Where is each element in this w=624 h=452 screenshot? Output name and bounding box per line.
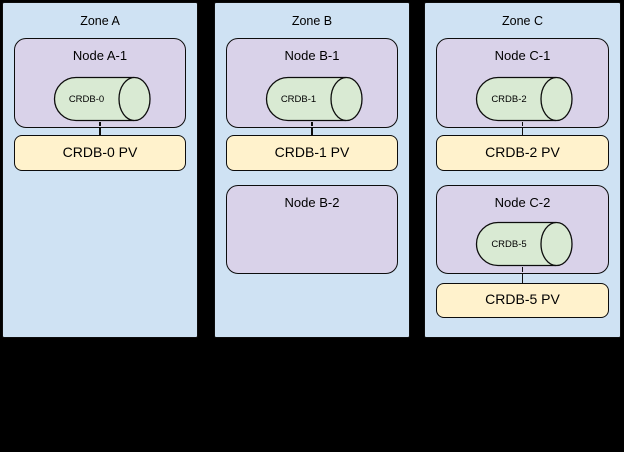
crdb-1-pv-box: CRDB-1 PV: [226, 135, 398, 171]
node-c-1-label: Node C-1: [494, 48, 551, 63]
crdb-2-group: Node C-1 CRDB-2 CRDB-2 PV: [436, 38, 609, 171]
connector-line: [521, 122, 524, 127]
database-cylinder-icon: CRDB-0: [49, 76, 152, 122]
node-a-1-label: Node A-1: [72, 48, 128, 63]
database-cylinder-icon: CRDB-5: [471, 221, 574, 267]
connector-line: [311, 128, 313, 135]
node-b-2-label: Node B-2: [284, 195, 340, 210]
node-b-1-box: Node B-1 CRDB-1: [226, 38, 398, 128]
cylinder-shape-icon: [475, 76, 573, 122]
zone-c: Zone C Node C-1 CRDB-2 CRDB-2 PV Node: [424, 2, 621, 338]
connector-line: [521, 128, 524, 135]
cylinder-shape-icon: [265, 76, 363, 122]
cylinder-shape-icon: [53, 76, 151, 122]
node-c-1-box: Node C-1 CRDB-2: [436, 38, 609, 128]
zone-c-title: Zone C: [502, 14, 543, 28]
node-b-2-group: Node B-2: [226, 185, 398, 274]
crdb-5-label: CRDB-5: [491, 238, 527, 250]
zone-b-title: Zone B: [291, 14, 333, 28]
crdb-1-label: CRDB-1: [280, 93, 317, 105]
connector-line: [521, 274, 524, 283]
zone-b: Zone B Node B-1 CRDB-1 CRDB-1 PV Node: [214, 2, 410, 338]
crdb-1-group: Node B-1 CRDB-1 CRDB-1 PV: [226, 38, 398, 171]
node-a-1-box: Node A-1 CRDB-0: [14, 38, 186, 128]
node-c-2-label: Node C-2: [494, 195, 551, 210]
crdb-5-pv-box: CRDB-5 PV: [436, 283, 609, 318]
crdb-2-label: CRDB-2: [491, 93, 527, 105]
connector-line: [311, 122, 313, 127]
connector-line: [521, 267, 524, 273]
crdb-0-pv-box: CRDB-0 PV: [14, 135, 186, 171]
database-cylinder-icon: CRDB-2: [471, 76, 574, 122]
cylinder-shape-icon: [475, 221, 573, 267]
database-cylinder-icon: CRDB-1: [261, 76, 364, 122]
crdb-5-group: Node C-2 CRDB-5 CRDB-5 PV: [436, 185, 609, 318]
node-b-1-label: Node B-1: [284, 48, 340, 63]
crdb-2-pv-box: CRDB-2 PV: [436, 135, 609, 171]
connector-line: [99, 122, 101, 127]
crdb-0-group: Node A-1 CRDB-0 CRDB-0 PV: [14, 38, 186, 171]
zone-a: Zone A Node A-1 CRDB-0 CRDB-0 PV: [2, 2, 198, 338]
zone-a-title: Zone A: [80, 14, 120, 28]
node-c-2-box: Node C-2 CRDB-5: [436, 185, 609, 274]
crdb-0-label: CRDB-0: [68, 93, 105, 105]
connector-line: [99, 128, 101, 135]
node-b-2-box: Node B-2: [226, 185, 398, 274]
